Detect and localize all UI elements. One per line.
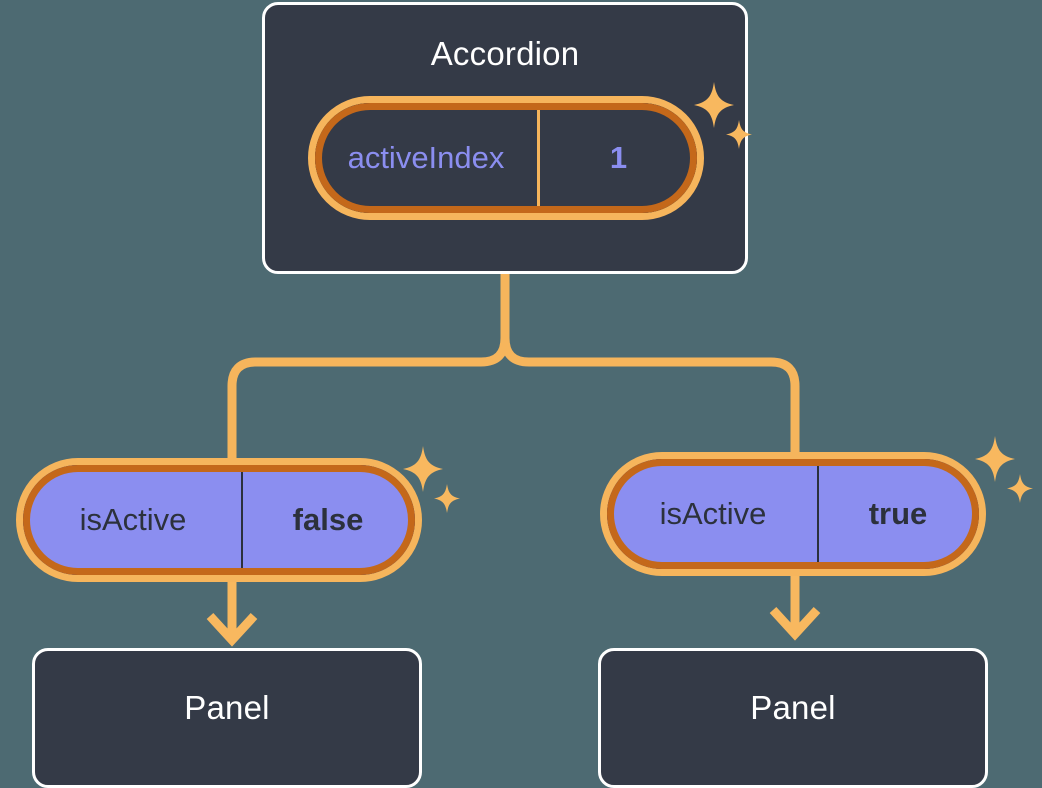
prop-pill-value: true: [868, 496, 928, 531]
arrow-down-icon-left: [206, 578, 258, 647]
component-title-accordion: Accordion: [430, 35, 580, 72]
prop-pill-inner: isActive true: [607, 459, 979, 569]
component-node-panel-right[interactable]: Panel: [598, 648, 988, 788]
prop-pill-value: false: [292, 502, 364, 537]
component-title-panel-right: Panel: [750, 689, 836, 726]
sparkle-large-icon: [975, 436, 1015, 482]
connector-tree: [227, 269, 510, 475]
diagram-canvas: Accordion activeIndex 1 isActive false P…: [16, 2, 1033, 788]
state-pill-value: 1: [609, 140, 628, 175]
prop-pill-key: isActive: [25, 467, 243, 573]
component-node-panel-left[interactable]: Panel: [32, 648, 422, 788]
sparkle-small-icon: [1007, 474, 1033, 503]
prop-pill-is-active-false[interactable]: isActive false: [16, 458, 422, 582]
prop-pill-key: isActive: [609, 461, 819, 567]
state-pill-inner: activeIndex 1: [315, 103, 697, 213]
connector-tree-right: [500, 269, 800, 475]
state-pill-key: activeIndex: [315, 103, 540, 213]
component-title-panel-left: Panel: [184, 689, 270, 726]
state-pill-active-index[interactable]: activeIndex 1: [308, 96, 704, 220]
sparkle-small-icon: [434, 484, 460, 513]
prop-pill-inner: isActive false: [23, 465, 415, 575]
prop-pill-is-active-true[interactable]: isActive true: [600, 452, 986, 576]
arrow-down-icon-right: [769, 572, 821, 641]
